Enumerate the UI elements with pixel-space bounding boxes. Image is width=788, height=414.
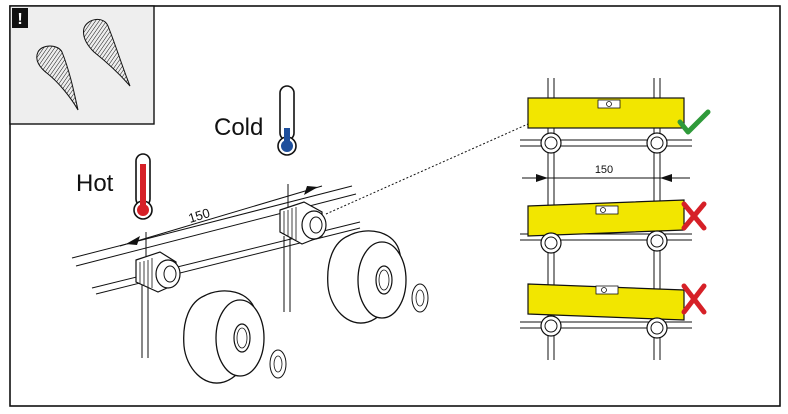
dimension-main: 150: [119, 184, 323, 262]
level-check-wrong-1: [520, 199, 707, 254]
distance-label: 150: [186, 205, 211, 226]
detail-distance-label: 150: [595, 164, 613, 176]
thermometer-hot-icon: [133, 153, 153, 220]
diagram-frame: [9, 5, 781, 407]
cold-label: Cold: [214, 114, 263, 141]
check-icon: [677, 109, 711, 135]
rosette-cold: [327, 230, 429, 324]
warning-icon: [12, 8, 28, 28]
cold-connector: [279, 201, 327, 312]
cross-icon: [681, 283, 707, 315]
warning-symbol: !: [17, 11, 22, 28]
inset-panel: !: [9, 5, 155, 125]
detail-leader: [325, 123, 529, 215]
rosette-hot: [183, 290, 287, 384]
cross-icon: [681, 201, 707, 231]
thermometer-cold-icon: [277, 85, 297, 156]
sealant-tube-icon: [36, 19, 131, 111]
wall-lines: [71, 185, 361, 295]
hot-label: Hot: [76, 170, 114, 197]
spirit-level-icon: [527, 199, 685, 237]
spirit-level-icon: [527, 283, 685, 321]
dimension-detail: 150: [522, 164, 690, 182]
level-check-correct: [520, 97, 711, 154]
hot-connector: [135, 251, 181, 358]
level-check-wrong-2: [520, 283, 707, 339]
